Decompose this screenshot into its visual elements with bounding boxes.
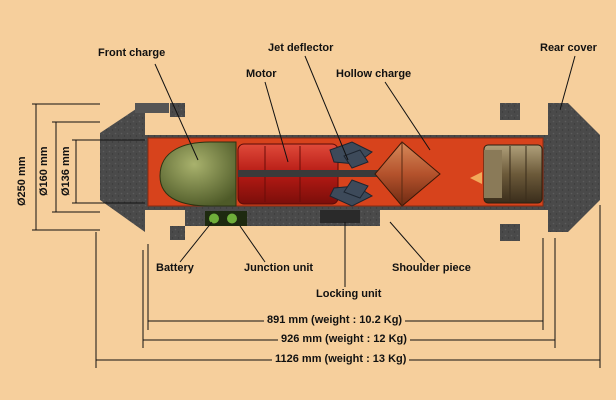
length-tube-label: 926 mm (weight : 12 Kg): [278, 333, 410, 345]
diameter-outer-label: Ø250 mm: [16, 156, 28, 206]
diameter-inner-label: Ø136 mm: [60, 146, 72, 196]
label-locking-unit: Locking unit: [316, 288, 382, 300]
rear-cover-assembly: [470, 144, 543, 204]
diameter-middle-label: Ø160 mm: [38, 146, 50, 196]
label-shoulder-piece: Shoulder piece: [392, 262, 471, 274]
label-junction-unit: Junction unit: [244, 262, 314, 274]
diameter-lines: [32, 103, 145, 231]
label-motor: Motor: [246, 68, 277, 80]
label-rear-cover: Rear cover: [540, 42, 597, 54]
length-total-label: 1126 mm (weight : 13 Kg): [272, 353, 410, 365]
label-battery: Battery: [156, 262, 194, 274]
jet-deflector: [329, 141, 374, 207]
label-hollow-charge: Hollow charge: [336, 68, 412, 80]
length-missile-label: 891 mm (weight : 10.2 Kg): [264, 314, 406, 326]
motor-shaft: [238, 170, 388, 177]
locking-unit-block: [320, 210, 360, 223]
leader-lines: [154, 55, 576, 287]
hollow-charge-cone: [374, 141, 441, 207]
label-jet-deflector: Jet deflector: [268, 42, 334, 54]
label-front-charge: Front charge: [98, 47, 166, 59]
front-charge-body: [159, 141, 237, 207]
